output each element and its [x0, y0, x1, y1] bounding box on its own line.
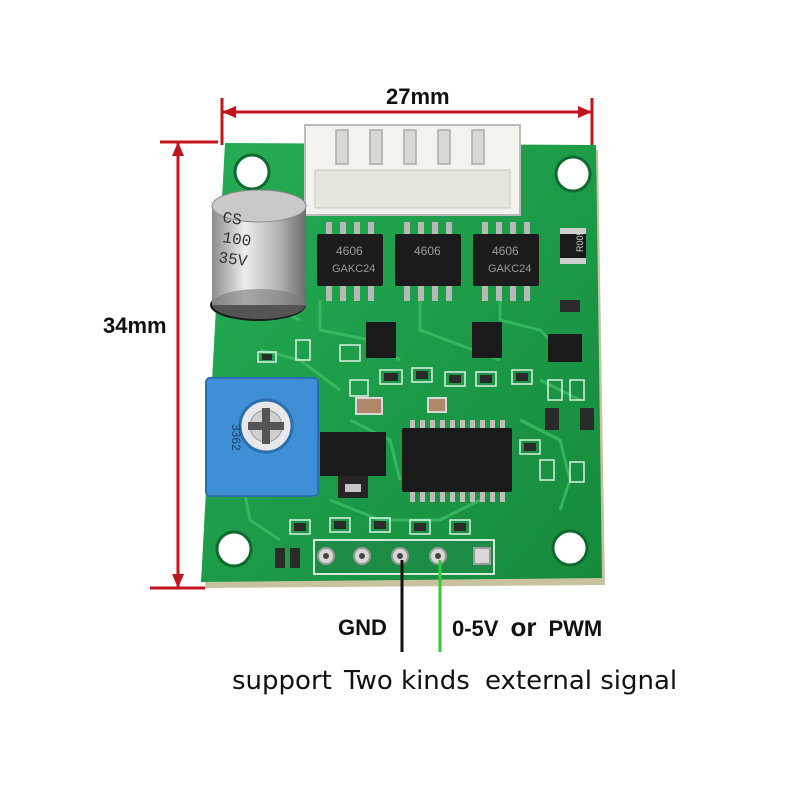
mosfet-2-marking: 4606: [414, 244, 441, 258]
mosfet-1-sub-marking: GAKC24: [332, 263, 375, 275]
potentiometer-marking: 3362: [229, 424, 243, 451]
smd-components: [257, 300, 594, 568]
resistor-marking: R005: [575, 230, 585, 252]
capacitor-marking-2: 100: [221, 229, 252, 251]
mosfet-chips: [317, 222, 539, 301]
gnd-label: GND: [338, 615, 387, 640]
voltage-regulator: [320, 432, 386, 498]
caption-support: support: [232, 666, 332, 696]
caption-two-kinds: Two kinds: [344, 666, 470, 696]
connector-header: [304, 124, 521, 216]
signal-label: 0-5V or PWM: [452, 612, 602, 643]
height-dimension-line: [150, 140, 218, 590]
mosfet-3-marking: 4606: [492, 244, 519, 258]
capacitor-marking-1: CS: [221, 209, 243, 229]
height-dimension-label: 34mm: [103, 313, 167, 338]
signal-or-label: or: [510, 612, 537, 642]
capacitor-marking-3: 35V: [217, 249, 248, 271]
signal-voltage-label: 0-5V: [452, 616, 499, 641]
electrolytic-capacitor: [210, 189, 307, 321]
signal-pwm-label: PWM: [548, 616, 603, 641]
shunt-resistor: [560, 228, 586, 264]
mosfet-3-sub-marking: GAKC24: [488, 263, 531, 275]
width-dimension-line: [220, 98, 594, 145]
main-ic: [402, 420, 512, 502]
signal-pin-holes: [313, 539, 495, 575]
small-transistors: [366, 322, 582, 362]
caption-external-signal: external signal: [485, 666, 678, 696]
trimmer-potentiometer: [205, 377, 319, 497]
mounting-holes: [215, 153, 592, 568]
mosfet-1-marking: 4606: [336, 244, 363, 258]
width-dimension-label: 27mm: [386, 84, 450, 109]
